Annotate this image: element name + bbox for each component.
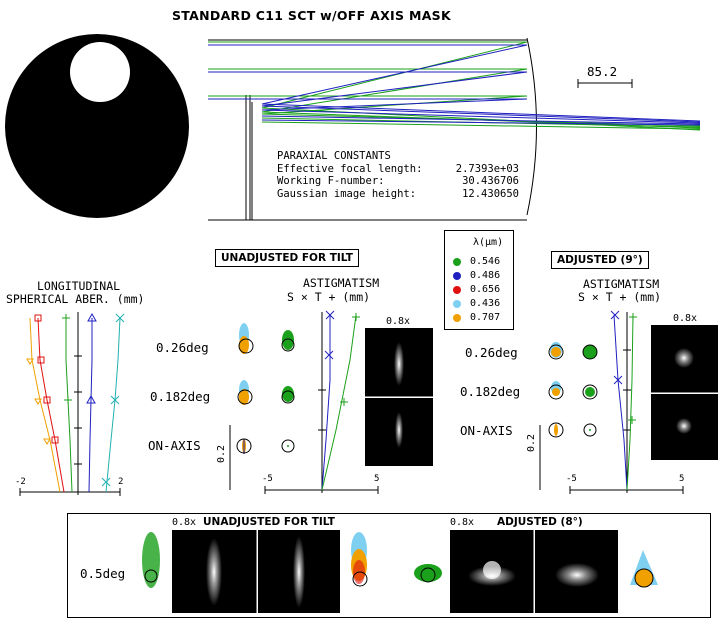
scale-bar: [577, 79, 633, 88]
spot-diagrams-adjusted: [548, 342, 598, 438]
paraxial-row: Gaussian image height:12.430650: [277, 187, 519, 200]
psf-magnification-bottom-left: 0.8x: [172, 517, 197, 528]
wavelength-legend: λ(μm) 0.546 0.486 0.656 0.436 0.707: [444, 230, 514, 330]
legend-header: λ(μm): [473, 237, 504, 248]
paraxial-row: Effective focal length:2.7393e+03: [277, 162, 519, 175]
astigmatism-plot-left: [229, 310, 379, 494]
psf-magnification-bottom-right: 0.8x: [450, 517, 475, 528]
astig-left-vscale: 0.2: [216, 444, 227, 463]
legend-item: 0.656: [453, 284, 500, 295]
longitudinal-title: LONGITUDINAL: [37, 279, 121, 293]
off-axis-mask: [5, 34, 189, 218]
psf-magnification-left: 0.8x: [386, 316, 411, 327]
legend-swatch: [453, 313, 461, 322]
astig-right-subtitle: S × T + (mm): [578, 290, 662, 304]
field-label: ON-AXIS: [148, 438, 201, 453]
scale-bar-label: 85.2: [587, 64, 618, 79]
legend-item: 0.546: [453, 256, 500, 267]
paraxial-row: Working F-number:30.436706: [277, 175, 519, 187]
psf-images-unadjusted: [365, 328, 433, 466]
adjusted-label: ADJUSTED (9°): [551, 251, 649, 269]
bottom-comparison-graphics: [142, 530, 658, 613]
bottom-comparison-box: [67, 513, 711, 618]
field-label: 0.182deg: [150, 389, 211, 404]
legend-swatch: [453, 299, 461, 308]
legend-swatch: [453, 285, 461, 294]
legend-item: 0.486: [453, 270, 500, 281]
legend-swatch: [453, 257, 461, 266]
astig-left-title: ASTIGMATISM: [303, 276, 380, 290]
astig-right-tick-min: -5: [566, 474, 577, 484]
astig-left-tick-max: 5: [374, 474, 380, 484]
longitudinal-aberration-plot: [19, 312, 125, 496]
ray-trace-diagram: [208, 37, 701, 221]
page-title: STANDARD C11 SCT w/OFF AXIS MASK: [172, 8, 451, 23]
bottom-field-label: 0.5deg: [80, 566, 126, 581]
legend-item: 0.707: [453, 312, 500, 323]
bottom-adjusted-label: ADJUSTED (8°): [497, 516, 583, 528]
legend-item: 0.436: [453, 298, 500, 309]
paraxial-heading: PARAXIAL CONSTANTS: [277, 150, 391, 162]
astigmatism-plot-right: [539, 310, 684, 494]
paraxial-constants: PARAXIAL CONSTANTS Effective focal lengt…: [277, 150, 519, 200]
field-label: 0.182deg: [460, 384, 521, 399]
longitudinal-tick-min: -2: [15, 477, 26, 487]
psf-images-adjusted: [651, 325, 718, 460]
longitudinal-tick-max: 2: [118, 477, 124, 487]
astig-right-vscale: 0.2: [526, 433, 537, 452]
psf-magnification-right: 0.8x: [673, 313, 698, 324]
longitudinal-subtitle: SPHERICAL ABER. (mm): [6, 292, 145, 306]
bottom-unadjusted-label: UNADJUSTED FOR TILT: [203, 516, 335, 528]
astig-left-subtitle: S × T + (mm): [287, 290, 371, 304]
astig-right-tick-max: 5: [679, 474, 685, 484]
unadjusted-label: UNADJUSTED FOR TILT: [215, 249, 359, 267]
field-label: ON-AXIS: [460, 423, 513, 438]
field-label: 0.26deg: [465, 345, 518, 360]
astig-right-title: ASTIGMATISM: [583, 277, 660, 291]
astig-left-tick-min: -5: [262, 474, 273, 484]
legend-swatch: [453, 271, 461, 280]
field-label: 0.26deg: [156, 340, 209, 355]
spot-diagrams-unadjusted: [236, 323, 295, 454]
